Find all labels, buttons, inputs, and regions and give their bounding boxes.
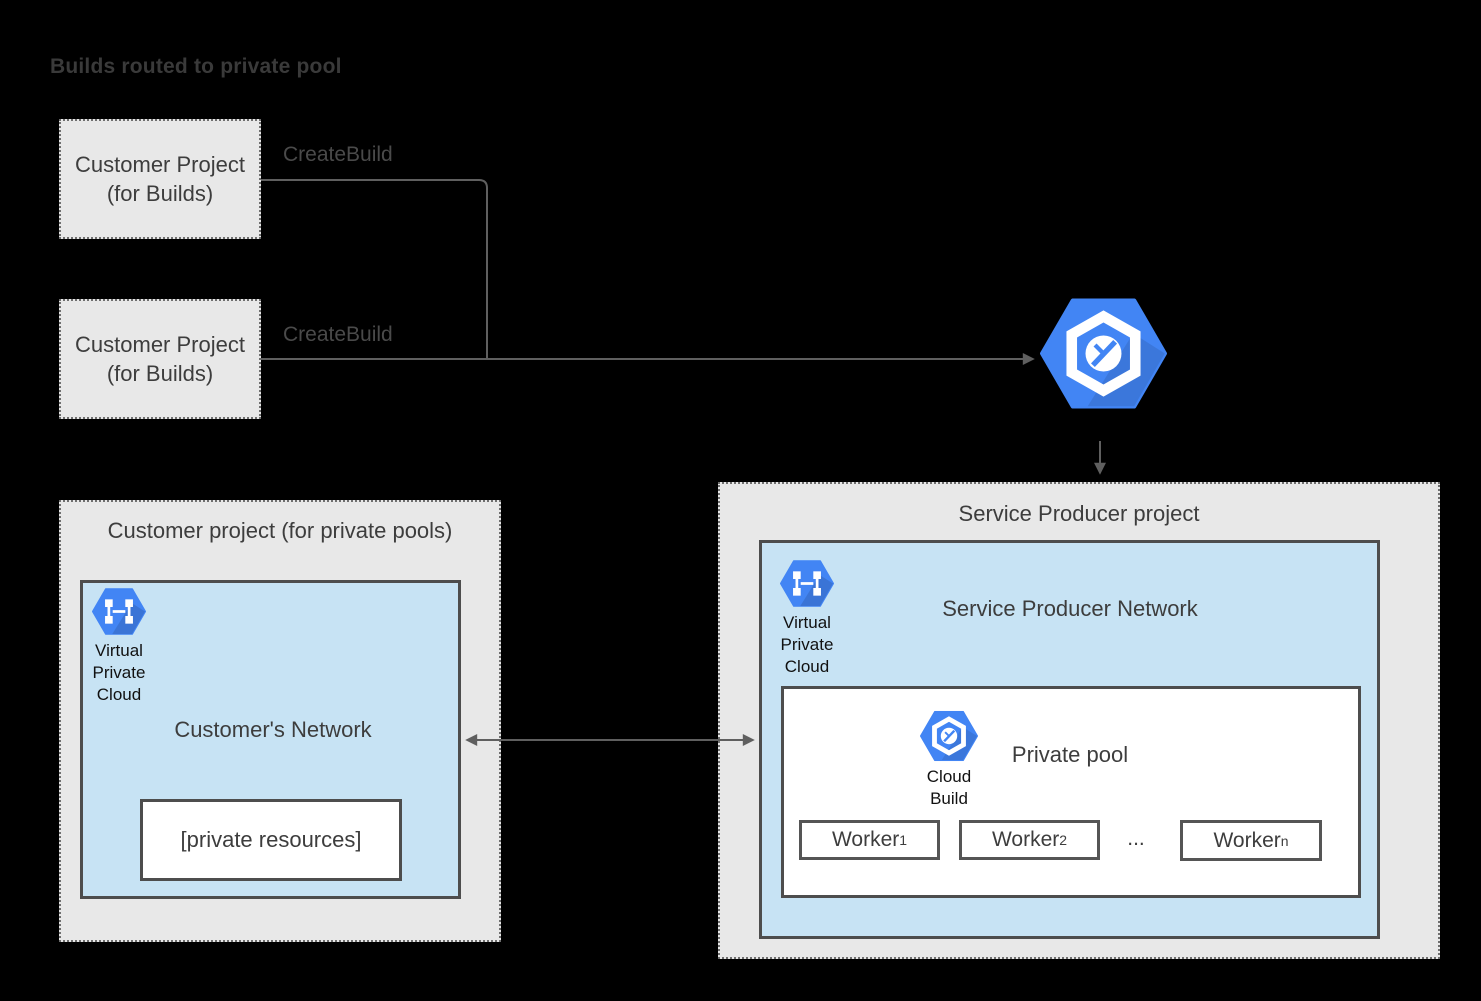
vpc-icon-label: Virtual Private Cloud: [92, 641, 146, 704]
cloud-build-icon-large: [1040, 295, 1167, 412]
cloud-build-icon: [920, 709, 978, 763]
node-label: Customer Project (for Builds): [75, 151, 245, 206]
workers-ellipsis: ...: [1127, 827, 1145, 850]
cloud-build-icon-label: Cloud Build: [926, 767, 972, 808]
private-resources-box: [private resources]: [140, 799, 402, 881]
create-build-label-1: CreateBuild: [283, 143, 393, 166]
vpc-icon-label: Virtual Private Cloud: [780, 613, 834, 676]
customer-build-project-2: Customer Project (for Builds): [59, 299, 261, 419]
private-pool-box: [781, 686, 1361, 898]
service-producer-network-title: Service Producer Network: [942, 596, 1198, 621]
customer-build-project-1: Customer Project (for Builds): [59, 119, 261, 239]
vpc-icon: [780, 560, 834, 607]
service-producer-title: Service Producer project: [958, 501, 1200, 526]
customer-project-title: Customer project (for private pools): [107, 518, 453, 543]
diagram-title: Builds routed to private pool: [50, 55, 342, 78]
vpc-icon: [92, 588, 146, 635]
create-build-label-2: CreateBuild: [283, 323, 393, 346]
private-resources-label: [private resources]: [180, 827, 362, 853]
customer-network-title: Customer's Network: [174, 717, 372, 742]
node-label: Customer Project (for Builds): [75, 331, 245, 386]
private-pool-title: Private pool: [1011, 742, 1129, 767]
